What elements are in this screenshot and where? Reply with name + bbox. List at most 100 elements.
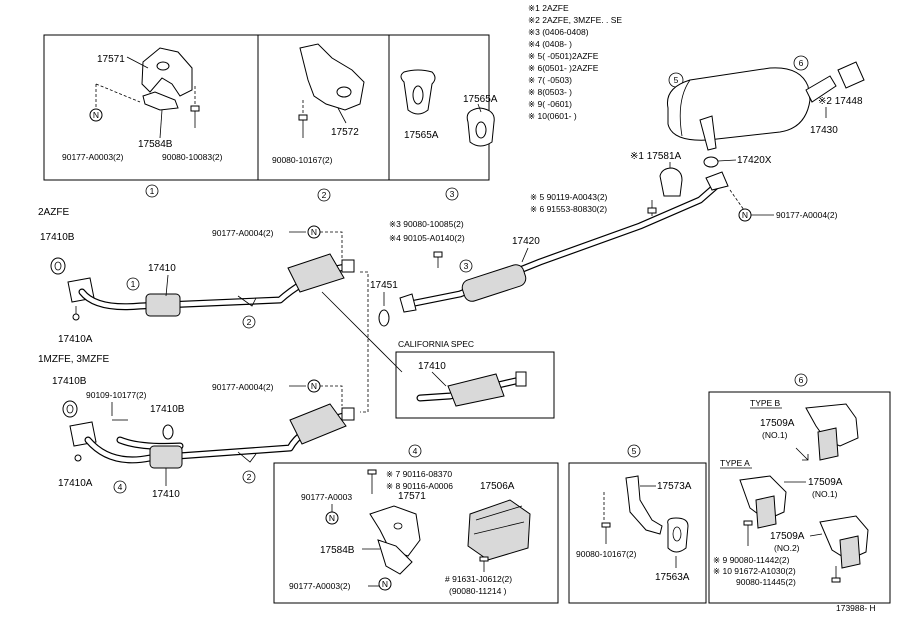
bracket-hole (156, 61, 170, 71)
bracket-box4-hole (393, 522, 403, 530)
box4-frame (273, 462, 559, 604)
callout-5-box (627, 444, 641, 458)
bracket-17572-shape (299, 43, 365, 111)
label-17571: 17571 (97, 54, 125, 65)
rubber-no2 (839, 535, 861, 569)
label-17448: ※2 17448 (818, 96, 863, 107)
catalytic-converter-lower (289, 403, 347, 445)
nut-n-label: N (93, 110, 99, 120)
leader-17410-upper (165, 274, 169, 297)
label-90080-11214: (90080-11214 ) (449, 586, 507, 596)
bracket-17571-shape (141, 47, 193, 97)
bolt-head (298, 114, 308, 121)
gasket-17410b-lower-hole (66, 404, 74, 414)
label-note-10: ※ 10 91672-A1030(2) (713, 566, 796, 576)
label-17410-lower: 17410 (152, 489, 180, 500)
support-17563a (667, 517, 689, 553)
box6-brackets: 6 TYPE B 17509A (NO.1) TYPE A 17509A (NO… (708, 373, 891, 604)
legend-line-1: ※1 2AZFE (528, 3, 569, 13)
california-frame (395, 351, 555, 419)
label-90177-a0004-upper: 90177-A0004(2) (212, 228, 274, 238)
callout-4-box (408, 444, 422, 458)
bracket-17584b-box4 (377, 539, 413, 575)
label-17420x: 17420X (737, 155, 772, 166)
label-17410b-upper: 17410B (40, 232, 75, 243)
label-17581a: ※1 17581A (630, 151, 682, 162)
arrow-type-b (795, 447, 809, 461)
bolt-note-9-head (743, 520, 753, 526)
callout-6-muffler-label: 6 (799, 58, 804, 68)
label-17509a-1: 17509A (760, 418, 795, 429)
legend-line-3: ※3 (0406-0408) (528, 27, 589, 37)
legend: ※1 2AZFE ※2 2AZFE, 3MZFE. . SE ※3 (0406-… (528, 3, 622, 121)
gasket-17410b-lower (62, 400, 78, 418)
label-17410-california: 17410 (418, 361, 446, 372)
bolt-note-5-head (647, 207, 657, 214)
box3-rubber-supports: 17565A 17565A 3 (400, 69, 498, 201)
california-flange (515, 371, 527, 387)
legend-line-8: ※ 8(0503- ) (528, 87, 572, 97)
type-a-label: TYPE A (720, 458, 750, 468)
california-spec-box: CALIFORNIA SPEC 17410 (395, 339, 555, 419)
support-17563a-hole (672, 526, 682, 542)
label-17565a-1: 17565A (463, 94, 498, 105)
label-17584b: 17584B (138, 139, 173, 150)
rubber-type-a (755, 495, 777, 529)
label-note-9: ※ 9 90080-11442(2) (713, 555, 790, 565)
callout-2-lower (242, 470, 256, 484)
callout-4-lower-label: 4 (118, 482, 123, 492)
label-90177-a0004-lower: 90177-A0004(2) (212, 382, 274, 392)
callout-6-muffler (793, 55, 809, 71)
nut-n-lower-label: N (311, 381, 317, 391)
muffler-body (666, 67, 811, 141)
leader-17420x (717, 159, 737, 162)
support-b-hole (475, 121, 487, 139)
label-17584b-box4: 17584B (320, 545, 355, 556)
nut-n-symbol (89, 108, 103, 122)
leader-17420 (521, 247, 529, 263)
label-90080-11445: 90080-11445(2) (736, 577, 796, 587)
gasket-17420x (703, 156, 719, 168)
callout-2-top-label: 2 (322, 190, 327, 200)
label-note-4: ※4 90105-A0140(2) (389, 233, 465, 243)
center-pipe-rear-flange (705, 171, 729, 191)
gasket-17410b-upper-hole (54, 261, 62, 271)
box5-frame (568, 462, 707, 604)
callout-1-top-label: 1 (150, 186, 155, 196)
leader-17565a-b (477, 103, 482, 113)
label-90080-10167: 90080-10167(2) (272, 155, 333, 165)
heat-shield-17506a (467, 499, 531, 561)
callout-2-upper (242, 315, 256, 329)
callout-1-upper-label: 1 (131, 279, 136, 289)
muffler-assembly: 5 6 ※2 17448 17430 (666, 55, 865, 151)
flex-joint-upper (145, 293, 181, 317)
stud-note-7-head (367, 469, 377, 475)
leader-17584b (159, 109, 163, 139)
bolt-box5-head (601, 522, 611, 528)
type-b-label: TYPE B (750, 398, 781, 408)
support-a-hole (412, 85, 424, 105)
label-17565a-2: 17565A (404, 130, 439, 141)
legend-line-5: ※ 5( -0501)2AZFE (528, 51, 599, 61)
label-17509a-2-no: (NO.1) (812, 489, 838, 499)
label-17420: 17420 (512, 236, 540, 247)
bolt-17410a-upper (72, 313, 80, 321)
label-90177-a0003-2-box4: 90177-A0003(2) (289, 581, 351, 591)
label-17451: 17451 (370, 280, 398, 291)
label-17563a: 17563A (655, 572, 690, 583)
gasket-17410b-lower-2 (162, 424, 174, 440)
cat-flange-lower (341, 407, 355, 421)
label-17509a-3-no: (NO.2) (774, 543, 800, 553)
legend-line-2: ※2 2AZFE, 3MZFE. . SE (528, 15, 622, 25)
label-90177-a0003-box4: 90177-A0003 (301, 492, 352, 502)
leader-17410-california (431, 371, 447, 387)
legend-line-4: ※4 (0408- ) (528, 39, 572, 49)
label-90109: 90109-10177(2) (86, 390, 147, 400)
label-17572: 17572 (331, 127, 359, 138)
callout-2-lower-label: 2 (247, 472, 252, 482)
bolt-17410a-lower (74, 454, 82, 462)
leader-17509a-3 (809, 533, 823, 537)
pipe-hanger-upper (237, 295, 257, 307)
dash-nut-upper (320, 231, 343, 258)
pipe-hanger-lower (237, 451, 257, 463)
